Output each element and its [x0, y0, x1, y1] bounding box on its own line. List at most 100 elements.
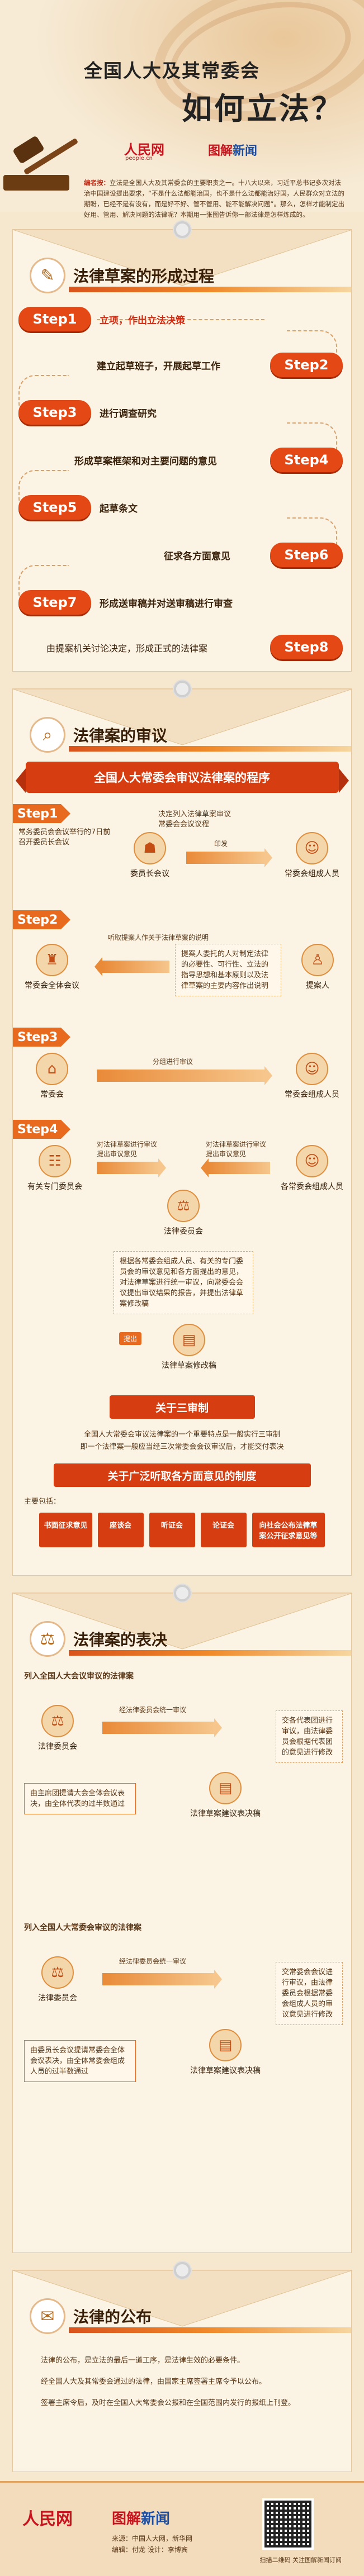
step1-decide: 决定列入法律草案审议 常委会会议议程	[158, 810, 270, 830]
step-badge: Step8	[270, 635, 343, 659]
people-logo: 人民网	[22, 2510, 73, 2529]
arrow-right	[186, 848, 272, 867]
section-deliberation: ⌕ 法律案的审议 全国人大常委会审议法律案的程序 Step1 常务委员会会议举行…	[12, 681, 352, 1576]
arrow-label-line: 提出审议意见	[206, 1150, 247, 1158]
arrow-right	[102, 1718, 222, 1737]
intro-label: 编者按：	[84, 179, 110, 187]
node-label: 法律委员会	[38, 1742, 77, 1751]
speaker-icon: ♙	[301, 944, 334, 976]
arrow-label: 印发	[214, 840, 228, 848]
gavel-icon: ⚖	[167, 1190, 200, 1222]
step1-note-line2: 召开委员长会议	[18, 838, 70, 847]
footer: 人民网 图解新闻 来源：中国人大网，新华网 编辑：付龙 设计：李博宾 扫描二维码…	[0, 2481, 364, 2576]
arrow-label-line: 对法律草案进行审议	[206, 1140, 267, 1148]
node-all-members: ☺ 各常委会组成人员	[276, 1145, 348, 1192]
page-title-line1: 全国人大及其常委会	[84, 60, 260, 82]
gavel-icon: ⚖	[41, 1956, 74, 1989]
people-icon: ☺	[296, 1053, 328, 1085]
step1-decide-line2: 常委会会议议程	[158, 820, 210, 829]
arrow-label: 分组进行审议	[153, 1058, 193, 1066]
institution-item: 座谈会	[97, 1513, 144, 1547]
document-stack-icon: ▤	[209, 1772, 242, 1804]
section-title: 法律案的审议	[73, 726, 168, 745]
step1-note: 常务委员会会议举行的7日前 召开委员长会议	[18, 828, 114, 848]
pin-icon	[173, 221, 191, 238]
gavel-icon: ⚖	[41, 1705, 74, 1737]
xinhua-logo-b: 新闻	[141, 2511, 171, 2527]
megaphone-icon: ✉	[30, 2298, 65, 2334]
node-committee-members: ☺ 常委会组成人员	[276, 832, 348, 879]
step1-note-line1: 常务委员会会议举行的7日前	[18, 828, 111, 837]
pin-icon	[173, 2262, 191, 2279]
step-text: 建立起草班子，开展起草工作	[97, 358, 220, 372]
institution-item: 论证会	[200, 1513, 247, 1547]
xinhua-logo: 图解新闻	[208, 141, 257, 159]
step-text: 形成草案框架和对主要问题的意见	[74, 453, 217, 467]
arrow-label-line: 对法律草案进行审议	[97, 1140, 158, 1148]
intro-text: 编者按：立法是全国人大及其常委会的主要职责之一。十八大以来，习近平总书记多次对法…	[84, 178, 347, 220]
institution-item: 书面征求意见	[39, 1513, 92, 1547]
section-title: 法律的公布	[73, 2308, 152, 2326]
promulgation-p3: 签署主席令后，及时在全国人大常委会公报和在全国范围内发行的报纸上刊登。	[41, 2399, 296, 2407]
node-label: 法律委员会	[38, 1994, 77, 2003]
xinhua-logo-a: 图解	[208, 144, 233, 158]
xinhua-logo: 图解新闻	[112, 2507, 170, 2528]
gavel-icon	[3, 131, 82, 198]
node-label: 有关专门委员会	[27, 1182, 82, 1191]
step-badge: Step7	[18, 590, 91, 615]
voting-list-b: 列入全国人大常委会审议的法律案	[24, 1923, 141, 1932]
envelope-flap	[13, 2270, 352, 2327]
node-label: 提案人	[306, 981, 329, 990]
section-bar	[69, 287, 351, 292]
section-bar	[69, 746, 351, 752]
arrow-label: 对法律草案进行审议 提出审议意见	[206, 1139, 278, 1158]
arrow-right	[102, 1970, 222, 1989]
qr-caption: 扫描二维码 关注图解新闻订阅	[259, 2556, 342, 2564]
step-text: 征求各方面意见	[164, 548, 230, 562]
document-stack-icon: ▤	[209, 2029, 242, 2061]
node-label: 常委会	[40, 1090, 64, 1099]
node-vote-draft-a: ▤ 法律草案建议表决稿	[181, 1772, 270, 1819]
arrow-label: 对法律草案进行审议 提出审议意见	[97, 1139, 164, 1158]
node-committee-members-2: ☺ 常委会组成人员	[276, 1053, 348, 1100]
subheading-three-readings: 关于三审制	[109, 1395, 255, 1419]
node-law-committee: ⚖ 法律委员会	[153, 1190, 214, 1237]
step-tag: Step1	[13, 804, 70, 823]
step-text: 立项，作出立法决策	[100, 312, 185, 326]
step-text-8: 由提案机关讨论决定，形成正式的法律案	[46, 643, 208, 654]
node-label: 常委会全体会议	[25, 981, 79, 990]
voting-b-side: 交常委会会议进行审议，由法律委员会根据常委会组成人员的审议意见进行修改	[276, 1962, 343, 2025]
assembly-icon: ♜	[36, 944, 68, 976]
pin-icon	[173, 1585, 191, 1601]
envelope-flap	[13, 230, 352, 286]
submit-label: 提出	[119, 1332, 142, 1345]
step-badge: Step5	[18, 495, 91, 520]
section-title: 法律草案的形成过程	[73, 267, 215, 286]
institution-item: 听证会	[149, 1513, 195, 1547]
step-text: 由提案机关讨论决定，形成正式的法律案	[46, 641, 207, 654]
node-special-committee: ☷ 有关专门委员会	[18, 1145, 91, 1192]
step-tag: Step4	[13, 1120, 70, 1139]
promulgation-p2: 经全国人大及其常委会通过的法律，由国家主席签署主席令予以公布。	[41, 2378, 267, 2386]
node-label: 法律草案修改稿	[162, 1361, 216, 1370]
document-stack-icon: ▤	[173, 1324, 205, 1356]
envelope-flap	[13, 689, 352, 745]
voting-flow: 列入全国人大会议审议的法律案 经法律委员会统一审议 ⚖ 法律委员会 交各代表团进…	[13, 1660, 351, 2252]
section-promulgation: ✉ 法律的公布 法律的公布，是立法的最后一道工序，是法律生效的必要条件。 经全国…	[12, 2262, 352, 2472]
step4-box: 根据各常委会组成人员、有关的专门委员会的审议意见和各方面提出的意见，对法律草案进…	[114, 1251, 253, 1314]
arrow-left	[94, 957, 169, 976]
node-law-committee-a: ⚖ 法律委员会	[24, 1705, 91, 1752]
arrow-right	[97, 1158, 166, 1177]
arrow-left	[201, 1158, 270, 1177]
committee-icon: ☷	[39, 1145, 71, 1177]
people-icon: ☺	[296, 1145, 328, 1177]
qr-code-icon	[262, 2498, 314, 2550]
pin-icon	[173, 681, 191, 697]
node-plenary-session: ♜ 常委会全体会议	[13, 944, 91, 991]
step-text-3: 进行调查研究	[100, 408, 157, 420]
node-standing-committee: ⌂ 常委会	[18, 1053, 86, 1100]
step-badge: Step1	[18, 307, 91, 331]
step2-box: 提案人委托的人对制定法律的必要性、可行性、立法的指导思想和基本原则以及法律草案的…	[175, 944, 281, 996]
step-badge: Step6	[270, 543, 343, 567]
